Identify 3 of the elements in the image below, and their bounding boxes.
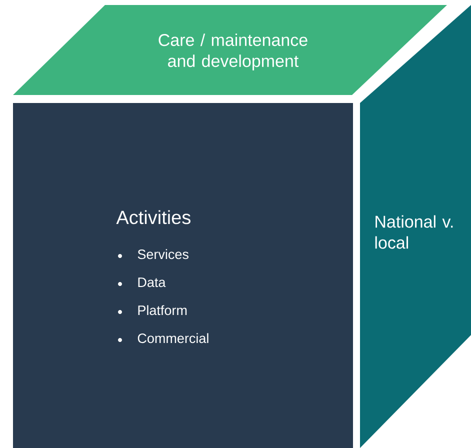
cube-top-face: Care / maintenance and development	[13, 5, 447, 95]
cube-front-face: Activities Services Data Platform Commercial	[13, 103, 353, 448]
cube-side-face: National v. local	[360, 5, 471, 448]
